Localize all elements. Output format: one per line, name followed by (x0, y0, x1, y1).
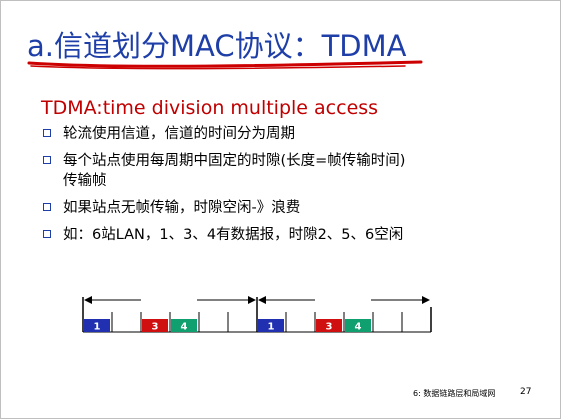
frame-slot-3 (316, 319, 342, 332)
bullet-text: 每个站点使用每周期中固定的时隙(长度=帧传输时间) (63, 153, 406, 169)
square-bullet-icon (43, 129, 51, 137)
bullet-continuation: 传输帧 (43, 171, 405, 191)
square-bullet-icon (43, 230, 51, 238)
bullet-text: 如果站点无帧传输，时隙空闲-》浪费 (63, 200, 301, 216)
frame-label: 3 (326, 322, 333, 333)
square-bullet-icon (43, 203, 51, 211)
frame-label: 3 (152, 322, 159, 333)
bullet-item: 如果站点无帧传输，时隙空闲-》浪费 (43, 198, 405, 218)
bullet-list: 轮流使用信道，信道的时间分为周期 每个站点使用每周期中固定的时隙(长度=帧传输时… (43, 124, 405, 252)
frame-slot-4 (345, 319, 371, 332)
bullet-text: 传输帧 (63, 173, 107, 189)
frame-label: 1 (268, 322, 275, 333)
bullet-item: 每个站点使用每周期中固定的时隙(长度=帧传输时间) (43, 151, 405, 171)
page-number: 27 (520, 387, 532, 397)
frame-slot-3 (142, 319, 168, 332)
frame-slot-1 (258, 319, 284, 332)
frame-slot-1 (84, 319, 110, 332)
frame-label: 4 (181, 322, 188, 333)
bullet-item: 如：6站LAN，1、3、4有数据报，时隙2、5、6空闲 (43, 225, 405, 245)
square-bullet-icon (43, 156, 51, 164)
frame-label: 1 (94, 322, 101, 333)
bullet-text: 如：6站LAN，1、3、4有数据报，时隙2、5、6空闲 (63, 227, 404, 243)
title-underline (27, 60, 423, 70)
frame-label: 4 (355, 322, 362, 333)
bullet-item: 轮流使用信道，信道的时间分为周期 (43, 124, 405, 144)
footer-chapter: 6: 数据链路层和局域网 (413, 389, 496, 398)
bullet-text: 轮流使用信道，信道的时间分为周期 (63, 126, 295, 142)
slide-title: a.信道划分MAC协议：TDMA (27, 29, 407, 63)
slide-subtitle: TDMA:time division multiple access (41, 97, 379, 119)
frame-slot-4 (171, 319, 197, 332)
